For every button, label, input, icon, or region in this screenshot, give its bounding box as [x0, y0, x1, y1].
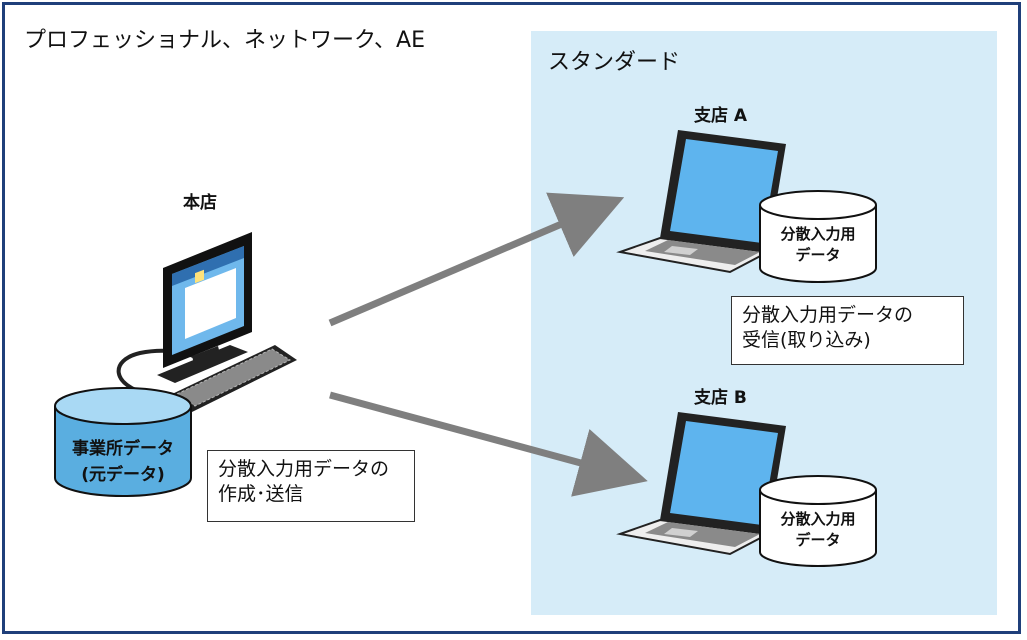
branch-a-database-icon	[759, 190, 877, 283]
branch-b-database-line1: 分散入力用	[780, 510, 856, 528]
branch-b-database-label: 分散入力用 データ	[760, 509, 876, 551]
standard-label: スタンダード	[548, 50, 681, 75]
branch-a-database-line2: データ	[795, 246, 841, 264]
hq-database-label: 事業所データ (元データ)	[55, 436, 191, 488]
hq-note: 分散入力用データの 作成･送信	[207, 450, 415, 522]
branch-a-database-label: 分散入力用 データ	[760, 224, 876, 266]
hq-database-line2: (元データ)	[81, 465, 165, 485]
branch-a-laptop-icon	[616, 130, 786, 274]
branch-b-database-line2: データ	[795, 531, 841, 549]
hq-database-icon	[54, 387, 192, 497]
hq-note-line1: 分散入力用データの	[218, 458, 390, 480]
receive-note-line2: 受信(取り込み)	[742, 329, 871, 351]
branch-a-database-line1: 分散入力用	[780, 225, 856, 243]
arrow-to-branch-a	[328, 192, 625, 327]
arrow-to-branch-b	[329, 391, 648, 497]
receive-note: 分散入力用データの 受信(取り込み)	[731, 296, 964, 365]
branch-b-laptop-icon	[616, 412, 786, 556]
edition-label: プロフェッショナル、ネットワーク、AE	[24, 28, 425, 53]
branch-b-database-icon	[759, 475, 877, 567]
branch-b-label: 支店 B	[694, 388, 747, 408]
branch-a-label: 支店 A	[694, 106, 748, 126]
hq-label: 本店	[183, 193, 217, 213]
hq-database-line1: 事業所データ	[72, 439, 174, 459]
hq-note-line2: 作成･送信	[218, 483, 304, 505]
hq-desktop-icon	[116, 232, 297, 412]
receive-note-line1: 分散入力用データの	[742, 304, 914, 326]
